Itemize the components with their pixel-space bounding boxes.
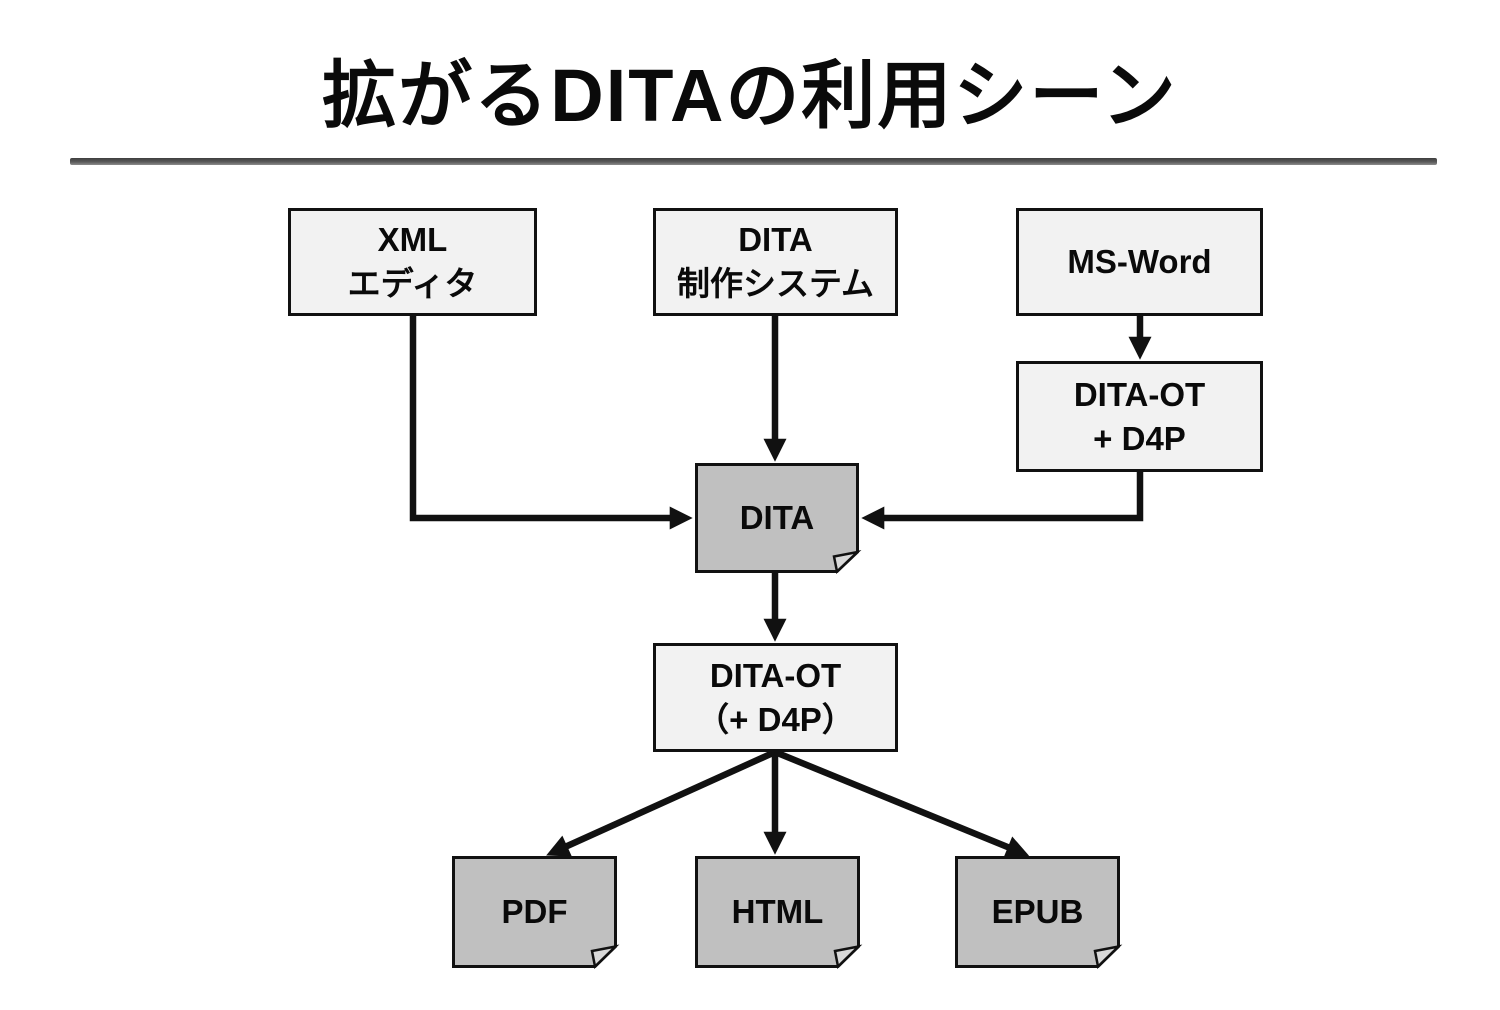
arrow-ditaot-d4p-to-dita [861,472,1144,530]
node-dita-ot-plus-d4p: DITA-OT + D4P [1016,361,1263,472]
node-label: DITA-OT [709,656,842,694]
title-underline [70,158,1437,165]
node-label: MS-Word [1067,243,1212,281]
node-label: + D4P [1093,419,1186,457]
node-dita-document: DITA [695,463,862,574]
node-label: XML [377,221,448,259]
node-dita-production-system: DITA 制作システム [653,208,898,316]
document-shape-icon [452,856,620,970]
document-shape-icon [955,856,1123,970]
document-shape-icon [695,856,863,970]
node-label: DITA [739,499,815,537]
arrow-ditaot-main-to-pdf [546,749,777,857]
node-label: （+ D4P） [696,700,855,738]
node-label: 制作システム [676,265,874,302]
document-shape-icon [695,463,862,574]
slide-title: 拡がるDITAの利用シーン [322,54,1178,137]
node-html-output: HTML [695,856,863,970]
arrow-ditaot-main-to-epub [773,748,1030,858]
node-label: HTML [731,893,824,931]
node-xml-editor: XML エディタ [288,208,537,316]
node-label: DITA [738,221,813,259]
node-epub-output: EPUB [955,856,1123,970]
node-label: EPUB [991,893,1084,931]
node-label: PDF [501,893,568,931]
node-pdf-output: PDF [452,856,620,970]
node-label: DITA-OT [1073,375,1206,413]
node-dita-ot-main: DITA-OT （+ D4P） [653,643,898,752]
node-ms-word: MS-Word [1016,208,1263,316]
arrow-xml-editor-to-dita [409,316,693,530]
node-label: エディタ [347,265,478,302]
